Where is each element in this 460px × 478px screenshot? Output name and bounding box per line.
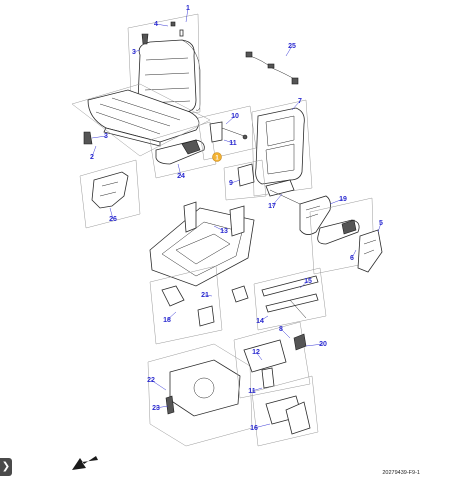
leader-line xyxy=(230,179,241,184)
leader-line xyxy=(351,249,357,259)
swivel-base-part[interactable] xyxy=(147,343,253,447)
callout-23[interactable]: 23 xyxy=(152,405,160,412)
leader-line xyxy=(251,387,263,392)
callout-17[interactable]: 17 xyxy=(268,203,276,210)
armrest-part[interactable] xyxy=(149,121,217,179)
leader-line xyxy=(280,328,291,339)
leader-line xyxy=(185,7,189,23)
slide-rail-part[interactable] xyxy=(253,267,327,331)
callout-21[interactable]: 21 xyxy=(201,292,209,299)
callout-18[interactable]: 18 xyxy=(163,317,171,324)
leader-line xyxy=(155,23,169,27)
callout-13[interactable]: 13 xyxy=(220,228,228,235)
callout-16[interactable]: 16 xyxy=(250,425,258,432)
leader-line xyxy=(91,135,107,139)
leader-line xyxy=(155,405,169,409)
leader-line xyxy=(213,225,225,232)
callout-1[interactable]: 1 xyxy=(186,5,190,12)
switch-bracket-part xyxy=(197,105,257,161)
right-armrest-part[interactable] xyxy=(309,197,375,275)
callout-20[interactable]: 20 xyxy=(319,341,327,348)
callout-3[interactable]: 3 xyxy=(104,133,108,140)
callout-19[interactable]: 19 xyxy=(339,196,347,203)
callout-15[interactable]: 15 xyxy=(304,278,312,285)
leader-line xyxy=(109,207,114,220)
adjuster-part xyxy=(83,131,93,145)
leader-line xyxy=(259,315,269,322)
callout-14[interactable]: 14 xyxy=(256,318,264,325)
callout-11[interactable]: 11 xyxy=(229,140,237,147)
callout-24[interactable]: 24 xyxy=(177,173,185,180)
side-panel-part[interactable] xyxy=(299,195,331,235)
callout-4[interactable]: 4 xyxy=(154,21,158,28)
leader-line xyxy=(133,49,141,53)
control-unit-part[interactable] xyxy=(233,321,311,399)
wiring-harness-part xyxy=(245,51,299,85)
leader-line xyxy=(150,379,167,391)
lever-part xyxy=(141,33,149,45)
leader-line xyxy=(177,163,182,177)
seat-cushion-part[interactable] xyxy=(87,89,200,147)
callout-7[interactable]: 7 xyxy=(298,98,302,105)
frame-bracket xyxy=(71,83,211,157)
frame-bracket xyxy=(127,13,201,119)
hotspot-marker[interactable]: 1 xyxy=(212,152,222,162)
pivot-bracket-part xyxy=(223,159,301,205)
leader-line xyxy=(377,222,382,233)
callout-8[interactable]: 8 xyxy=(279,326,283,333)
callout-2[interactable]: 2 xyxy=(90,154,94,161)
back-cover-part[interactable] xyxy=(251,99,313,197)
callout-5[interactable]: 5 xyxy=(379,220,383,227)
leader-line xyxy=(223,139,234,144)
leader-line xyxy=(299,280,309,289)
mounting-bracket-part xyxy=(79,159,141,229)
hotspot-label: 1 xyxy=(215,156,219,162)
seat-frame-part[interactable] xyxy=(149,201,255,287)
side-cover-part[interactable] xyxy=(357,229,383,273)
callout-12[interactable]: 12 xyxy=(252,349,260,356)
leader-line xyxy=(225,115,236,125)
leader-line xyxy=(253,423,271,429)
leader-line xyxy=(291,100,301,111)
callout-11[interactable]: 11 xyxy=(248,388,256,395)
orientation-arrow-icon xyxy=(72,456,98,470)
screw-part xyxy=(170,21,184,37)
callout-10[interactable]: 10 xyxy=(231,113,239,120)
reference-code: 20279439-F9-1 xyxy=(382,470,420,476)
callout-6[interactable]: 6 xyxy=(350,255,354,262)
suspension-part xyxy=(149,265,249,345)
expand-panel-button[interactable]: ❯ xyxy=(0,458,12,476)
leader-line xyxy=(204,294,213,297)
callout-22[interactable]: 22 xyxy=(147,377,155,384)
callout-9[interactable]: 9 xyxy=(229,180,233,187)
leader-line xyxy=(271,193,283,207)
lower-bracket-part xyxy=(251,375,319,447)
leader-line xyxy=(305,343,324,347)
leader-line xyxy=(166,311,177,321)
callout-26[interactable]: 26 xyxy=(109,216,117,223)
leader-line xyxy=(329,198,344,205)
leader-line xyxy=(91,145,97,158)
chevron-right-icon: ❯ xyxy=(1,461,11,472)
callout-25[interactable]: 25 xyxy=(288,43,296,50)
leader-line xyxy=(285,45,293,57)
callout-3[interactable]: 3 xyxy=(132,49,136,56)
leader-line xyxy=(255,351,263,361)
